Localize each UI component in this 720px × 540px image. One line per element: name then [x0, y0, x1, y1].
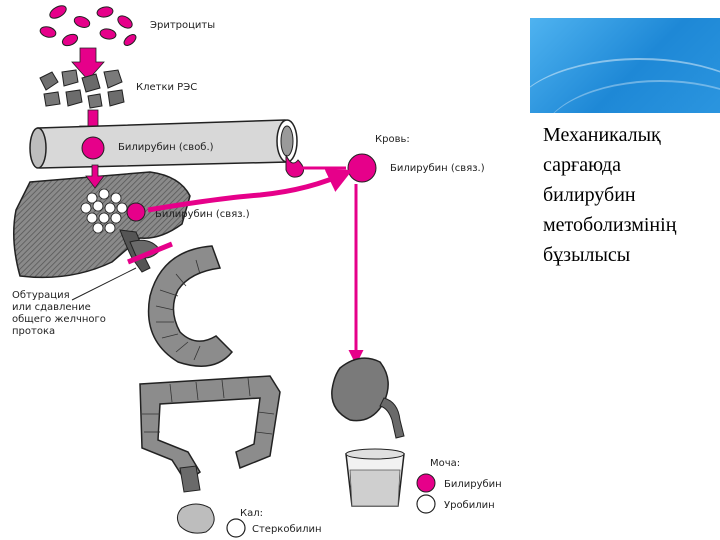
- feces-shape: [176, 503, 215, 534]
- label-bilirubin-bound-liver: Билирубин (связ.): [155, 209, 250, 220]
- label-obstruction: Обтурация или сдавление общего желчного …: [12, 290, 106, 337]
- label-bilirubin-free: Билирубин (своб.): [118, 142, 214, 153]
- res-cells-cluster: [39, 69, 125, 109]
- caption-line-1: Механикалық: [543, 124, 661, 146]
- caption-line-3: билирубин: [543, 184, 636, 206]
- stercobilin-legend-circle: [226, 518, 246, 538]
- free-bilirubin-dot: [81, 136, 105, 160]
- label-stercobilin: Стеркобилин: [252, 524, 322, 535]
- bilirubin-drop: [285, 154, 304, 178]
- flow-liver-to-blood: [147, 169, 353, 213]
- arrow-into-liver: [85, 164, 105, 189]
- obstruction-leader-line: [71, 267, 137, 301]
- bound-bilirubin-liver-dot: [126, 202, 146, 222]
- erythrocytes-cluster: [39, 5, 137, 47]
- label-obstruction-line-3: общего желчного: [12, 314, 106, 325]
- obstruction-marker: [127, 241, 173, 265]
- duodenum: [147, 245, 234, 367]
- label-blood: Кровь:: [375, 134, 410, 145]
- label-erythrocytes: Эритроциты: [150, 20, 215, 31]
- caption-line-4: метоболизмінің: [543, 214, 677, 236]
- bound-bilirubin-blood-dot: [347, 153, 377, 183]
- label-obstruction-line-1: Обтурация: [12, 290, 70, 301]
- kidney: [331, 357, 405, 439]
- label-res-cells: Клетки РЭС: [136, 82, 197, 93]
- urobilin-legend-circle: [416, 494, 436, 514]
- label-legend-urobilin: Уробилин: [444, 500, 495, 511]
- urine-glass: [345, 448, 405, 507]
- label-obstruction-line-2: или сдавление: [12, 302, 91, 313]
- label-legend-bilirubin: Билирубин: [444, 479, 502, 490]
- slide-caption: Механикалық сарғаюда билирубин метоболиз…: [543, 120, 720, 270]
- decorative-blue-panel: [530, 18, 720, 113]
- label-urine: Моча:: [430, 458, 460, 469]
- label-obstruction-line-4: протока: [12, 326, 55, 337]
- arrow-to-res: [71, 47, 105, 81]
- bilirubin-legend-circle: [416, 473, 436, 493]
- label-feces: Кал:: [240, 508, 263, 519]
- caption-line-5: бұзылысы: [543, 244, 631, 266]
- colon: [139, 375, 281, 493]
- label-bilirubin-bound-blood: Билирубин (связ.): [390, 163, 485, 174]
- caption-line-2: сарғаюда: [543, 154, 622, 176]
- bilirubin-metabolism-diagram: Эритроциты Клетки РЭС Билирубин (своб.) …: [12, 5, 502, 538]
- liver: [13, 171, 191, 279]
